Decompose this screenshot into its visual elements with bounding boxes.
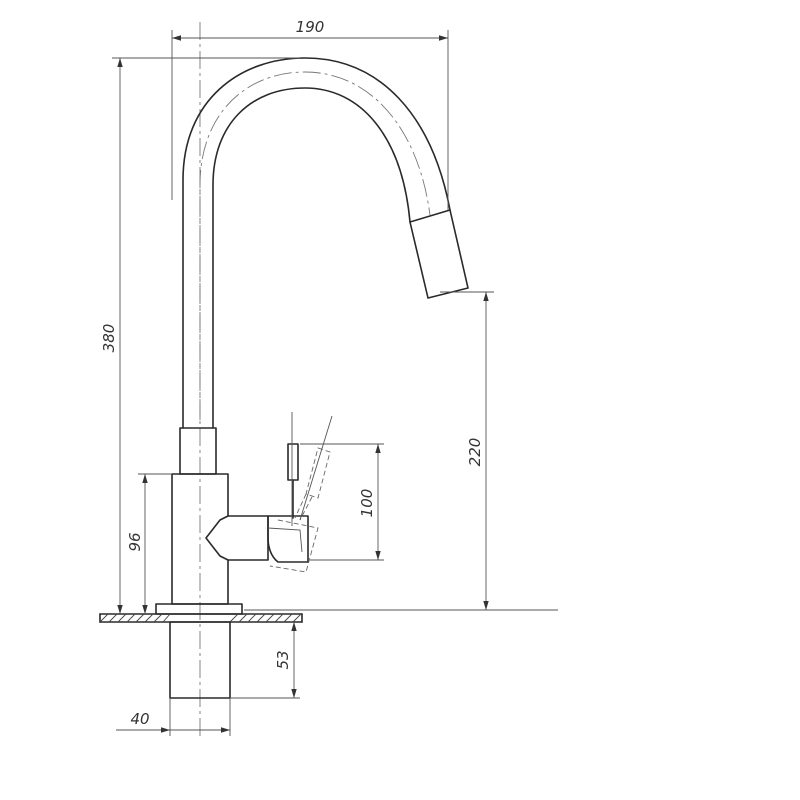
cartridge-open [269, 519, 319, 573]
hatch-line [229, 613, 239, 623]
dimension-spout-clearance: 220 [244, 291, 558, 611]
dimension-body-height-label: 96 [126, 532, 144, 551]
cartridge-housing [267, 515, 309, 563]
dimension-reach-label: 190 [296, 18, 325, 36]
hatch-line [162, 613, 171, 623]
hatch-line [265, 613, 275, 623]
hatch-line [256, 613, 266, 623]
column-ring [179, 427, 217, 475]
hatch-line [274, 613, 284, 623]
hatch-line [283, 613, 293, 623]
hatch-line [108, 613, 118, 623]
spray-head [409, 209, 469, 299]
hatch-line [247, 613, 257, 623]
countertop [99, 613, 303, 623]
hatch-line [117, 613, 127, 623]
mounting-shank [169, 621, 231, 699]
hatch-line [292, 613, 302, 623]
dimension-body-height: 96 [126, 473, 172, 614]
lever-stem-open [294, 493, 313, 521]
spout-centerline-arc [199, 71, 431, 420]
spout-outer-contour [182, 57, 451, 429]
lever-handle [287, 443, 299, 481]
dimension-total-height-label: 380 [100, 324, 118, 353]
dimension-lever-height: 100 [300, 443, 384, 561]
body-neck-detail [205, 515, 229, 561]
hatch-line [135, 613, 145, 623]
dimension-spout-clearance-label: 220 [466, 438, 484, 467]
dimension-total-height: 380 [100, 57, 300, 614]
dimension-shank-length: 53 [230, 622, 300, 699]
lever-handle-open [305, 447, 331, 499]
spout-inner-contour [212, 87, 411, 429]
hatch-line [238, 613, 248, 623]
hatch-line [99, 613, 109, 623]
dimension-shank-length-label: 53 [274, 650, 292, 669]
cartridge-inner [267, 527, 303, 553]
dimension-shank-diameter-label: 40 [130, 710, 149, 728]
lever-tilt-line [299, 415, 333, 521]
dimension-reach: 190 [171, 18, 449, 210]
hatch-line [144, 613, 154, 623]
dimension-lever-height-label: 100 [358, 489, 376, 518]
base-flange [155, 603, 243, 615]
hatch-line [153, 613, 163, 623]
hatch-line [126, 613, 136, 623]
dimension-shank-diameter: 40 [116, 698, 231, 736]
mixer-body [171, 473, 269, 605]
countertop-hatching [99, 613, 302, 623]
